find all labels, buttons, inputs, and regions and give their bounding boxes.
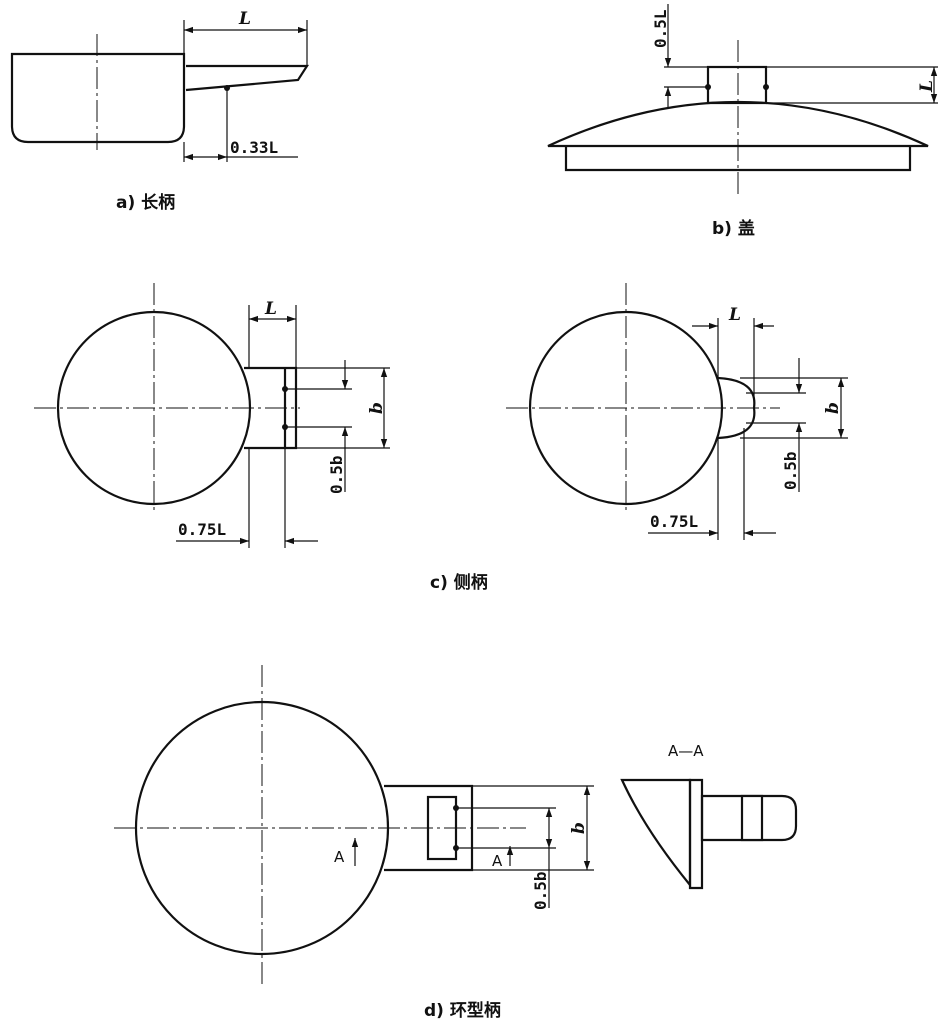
caption-d: d) 环型柄 [424, 1000, 501, 1021]
lid-rim [564, 146, 912, 172]
lid-dome [547, 100, 929, 148]
dim-05L-label: 0.5L [651, 9, 670, 48]
dim-b-label: b [569, 822, 589, 834]
dim-L-label: L [728, 305, 741, 325]
caption-c: c) 侧柄 [430, 572, 488, 593]
caption-a: a) 长柄 [116, 192, 175, 213]
dim-075L-label: 0.75L [178, 520, 226, 539]
section-pan-wall [620, 778, 692, 889]
side-handle [244, 366, 298, 450]
section-handle-hatch [700, 794, 798, 842]
section-title: A—A [668, 742, 704, 760]
pan-body [10, 52, 186, 144]
section-ring-hole [740, 794, 764, 842]
dim-033L-label: 0.33L [230, 138, 278, 157]
dim-b-label: b [367, 402, 387, 414]
lid-figure: L 0.5L b) 盖 [547, 4, 938, 239]
section-wall-hatch [688, 778, 704, 890]
pan-circle [528, 310, 724, 506]
pan-circle [56, 310, 252, 506]
long-handle-figure: L 0.33L a) 长柄 [10, 9, 310, 213]
dim-L-label: L [238, 9, 251, 29]
dim-L-label: L [917, 80, 937, 93]
dim-075L-label: 0.75L [650, 512, 698, 531]
dim-05b-label: 0.5b [327, 455, 346, 494]
dim-b-label: b [823, 402, 843, 414]
ring-slot [426, 795, 458, 861]
section-marker-left: A [334, 848, 345, 866]
ring-handle [384, 784, 474, 872]
section-marker-right: A [492, 852, 503, 870]
side-handle-figure-right: L b 0.5b 0.75L [506, 283, 848, 540]
dim-05b-label: 0.5b [531, 871, 550, 910]
lid-knob [706, 65, 768, 105]
side-handle-figure-left: L b 0.5b 0.75L [34, 283, 390, 548]
dim-L-label: L [264, 299, 277, 319]
section-view-AA: A—A [620, 742, 798, 890]
long-handle [185, 64, 310, 92]
caption-b: b) 盖 [712, 218, 755, 239]
dim-05b-label: 0.5b [781, 451, 800, 490]
ring-handle-figure: A A b 0.5b [114, 665, 594, 987]
pan-circle [134, 700, 390, 956]
